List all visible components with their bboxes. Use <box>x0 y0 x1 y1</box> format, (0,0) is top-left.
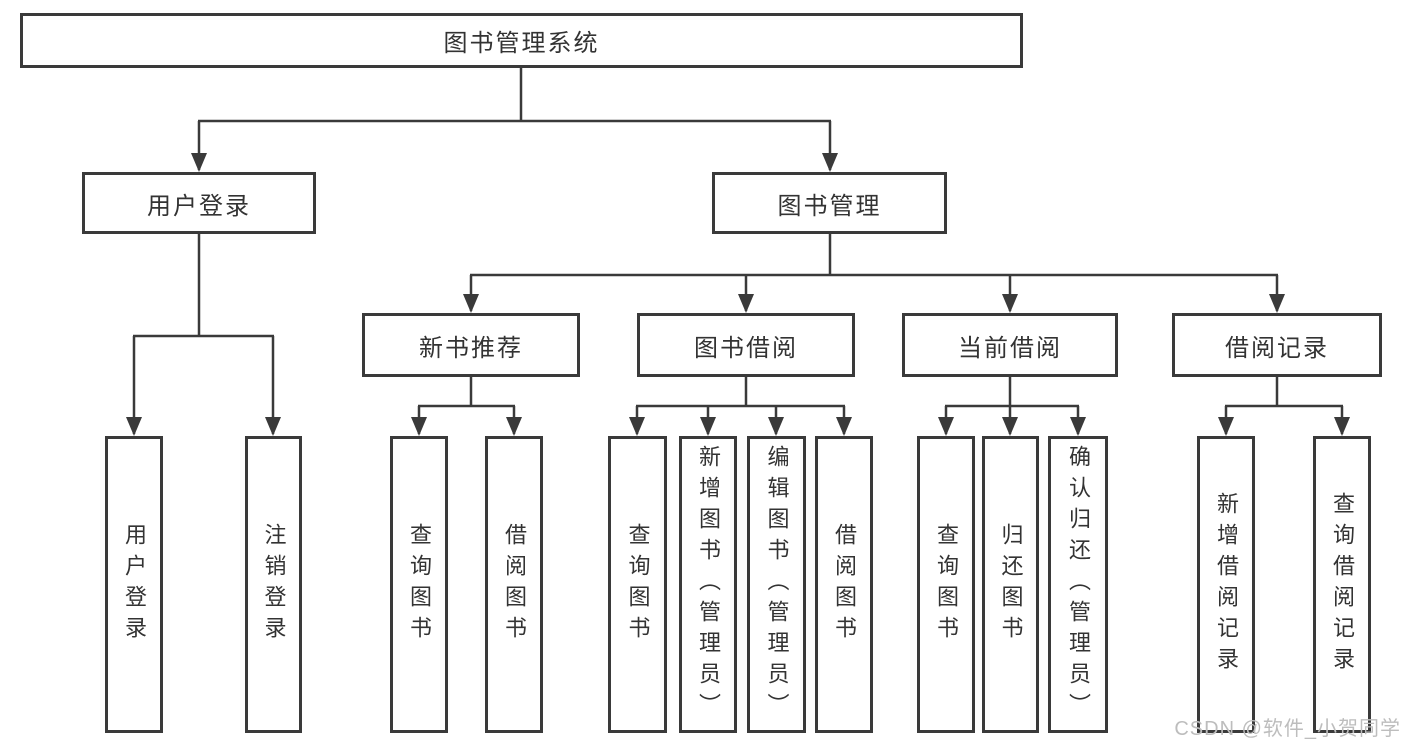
leaf-edit-book-admin-label: 编辑图书（管理员） <box>764 445 790 724</box>
leaf-add-borrow-record-label: 新增借阅记录 <box>1214 491 1239 678</box>
leaf-query-books-current-label: 查询图书 <box>934 522 959 647</box>
leaf-borrow-books: 借阅图书 <box>815 436 873 733</box>
leaf-confirm-return-admin-label: 确认归还（管理员） <box>1066 445 1091 724</box>
node-book-borrowing: 图书借阅 <box>637 313 855 377</box>
node-book-management: 图书管理 <box>712 172 947 234</box>
leaf-borrow-books-recommend-label: 借阅图书 <box>502 522 527 647</box>
leaf-logout: 注销登录 <box>245 436 302 733</box>
leaf-query-books-recommend-label: 查询图书 <box>407 522 432 647</box>
node-book-borrowing-label: 图书借阅 <box>694 334 798 362</box>
node-library-management-system-label: 图书管理系统 <box>443 30 600 57</box>
leaf-add-borrow-record: 新增借阅记录 <box>1197 436 1255 733</box>
connector-arrowheads <box>126 153 1350 436</box>
node-current-borrowing-label: 当前借阅 <box>958 334 1062 362</box>
leaf-return-books-label: 归还图书 <box>998 522 1024 647</box>
leaf-query-borrow-record-label: 查询借阅记录 <box>1330 491 1355 678</box>
node-current-borrowing: 当前借阅 <box>902 313 1118 377</box>
csdn-watermark: CSDN @软件_小贺同学 <box>1174 718 1401 740</box>
leaf-query-borrow-record: 查询借阅记录 <box>1313 436 1371 733</box>
leaf-add-book-admin: 新增图书（管理员） <box>679 436 737 733</box>
node-user-login: 用户登录 <box>82 172 316 234</box>
leaf-query-books-borrowing-label: 查询图书 <box>625 522 651 647</box>
leaf-add-book-admin-label: 新增图书（管理员） <box>696 445 721 724</box>
leaf-borrow-books-label: 借阅图书 <box>832 522 857 647</box>
node-borrowing-records-label: 借阅记录 <box>1225 334 1329 362</box>
leaf-query-books-current: 查询图书 <box>917 436 975 733</box>
leaf-query-books-borrowing: 查询图书 <box>608 436 667 733</box>
leaf-user-login: 用户登录 <box>105 436 163 733</box>
leaf-borrow-books-recommend: 借阅图书 <box>485 436 543 733</box>
leaf-logout-label: 注销登录 <box>261 522 287 647</box>
leaf-query-books-recommend: 查询图书 <box>390 436 448 733</box>
node-borrowing-records: 借阅记录 <box>1172 313 1382 377</box>
node-user-login-label: 用户登录 <box>147 192 251 220</box>
node-new-book-recommend: 新书推荐 <box>362 313 580 377</box>
node-new-book-recommend-label: 新书推荐 <box>419 334 523 362</box>
leaf-return-books: 归还图书 <box>982 436 1039 733</box>
connector-lines <box>132 68 1344 434</box>
leaf-user-login-label: 用户登录 <box>122 522 147 647</box>
node-library-management-system: 图书管理系统 <box>20 13 1023 68</box>
leaf-edit-book-admin: 编辑图书（管理员） <box>747 436 806 733</box>
node-book-management-label: 图书管理 <box>777 192 882 220</box>
leaf-confirm-return-admin: 确认归还（管理员） <box>1048 436 1108 733</box>
